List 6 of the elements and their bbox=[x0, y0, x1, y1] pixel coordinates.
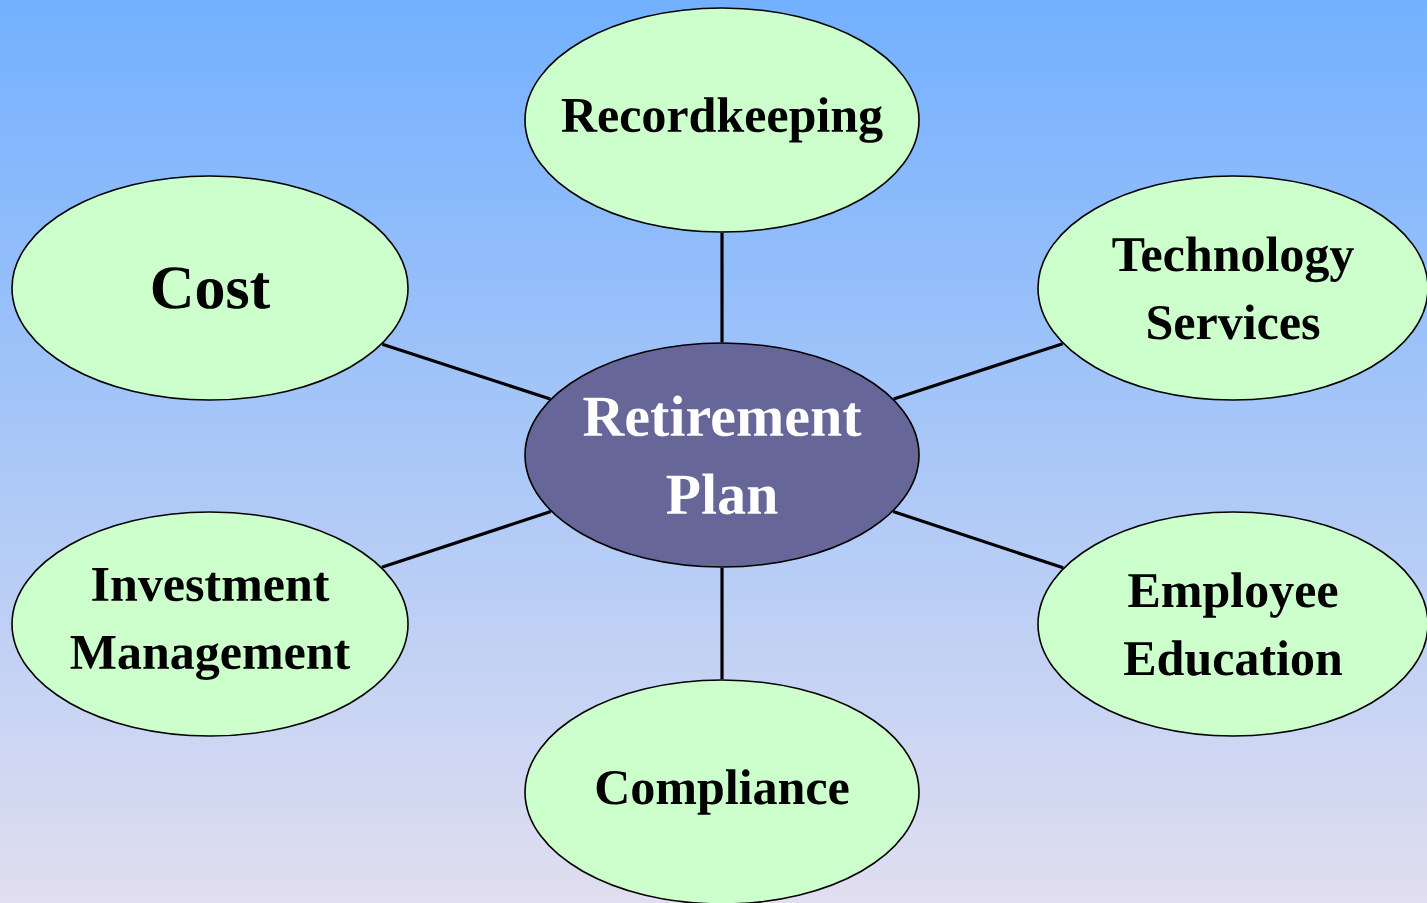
connector-line bbox=[720, 567, 724, 680]
connector-line bbox=[892, 510, 1064, 570]
connector-line bbox=[893, 342, 1064, 401]
connector-line bbox=[381, 510, 552, 569]
connector-line bbox=[381, 342, 551, 401]
connector-line bbox=[720, 232, 724, 343]
